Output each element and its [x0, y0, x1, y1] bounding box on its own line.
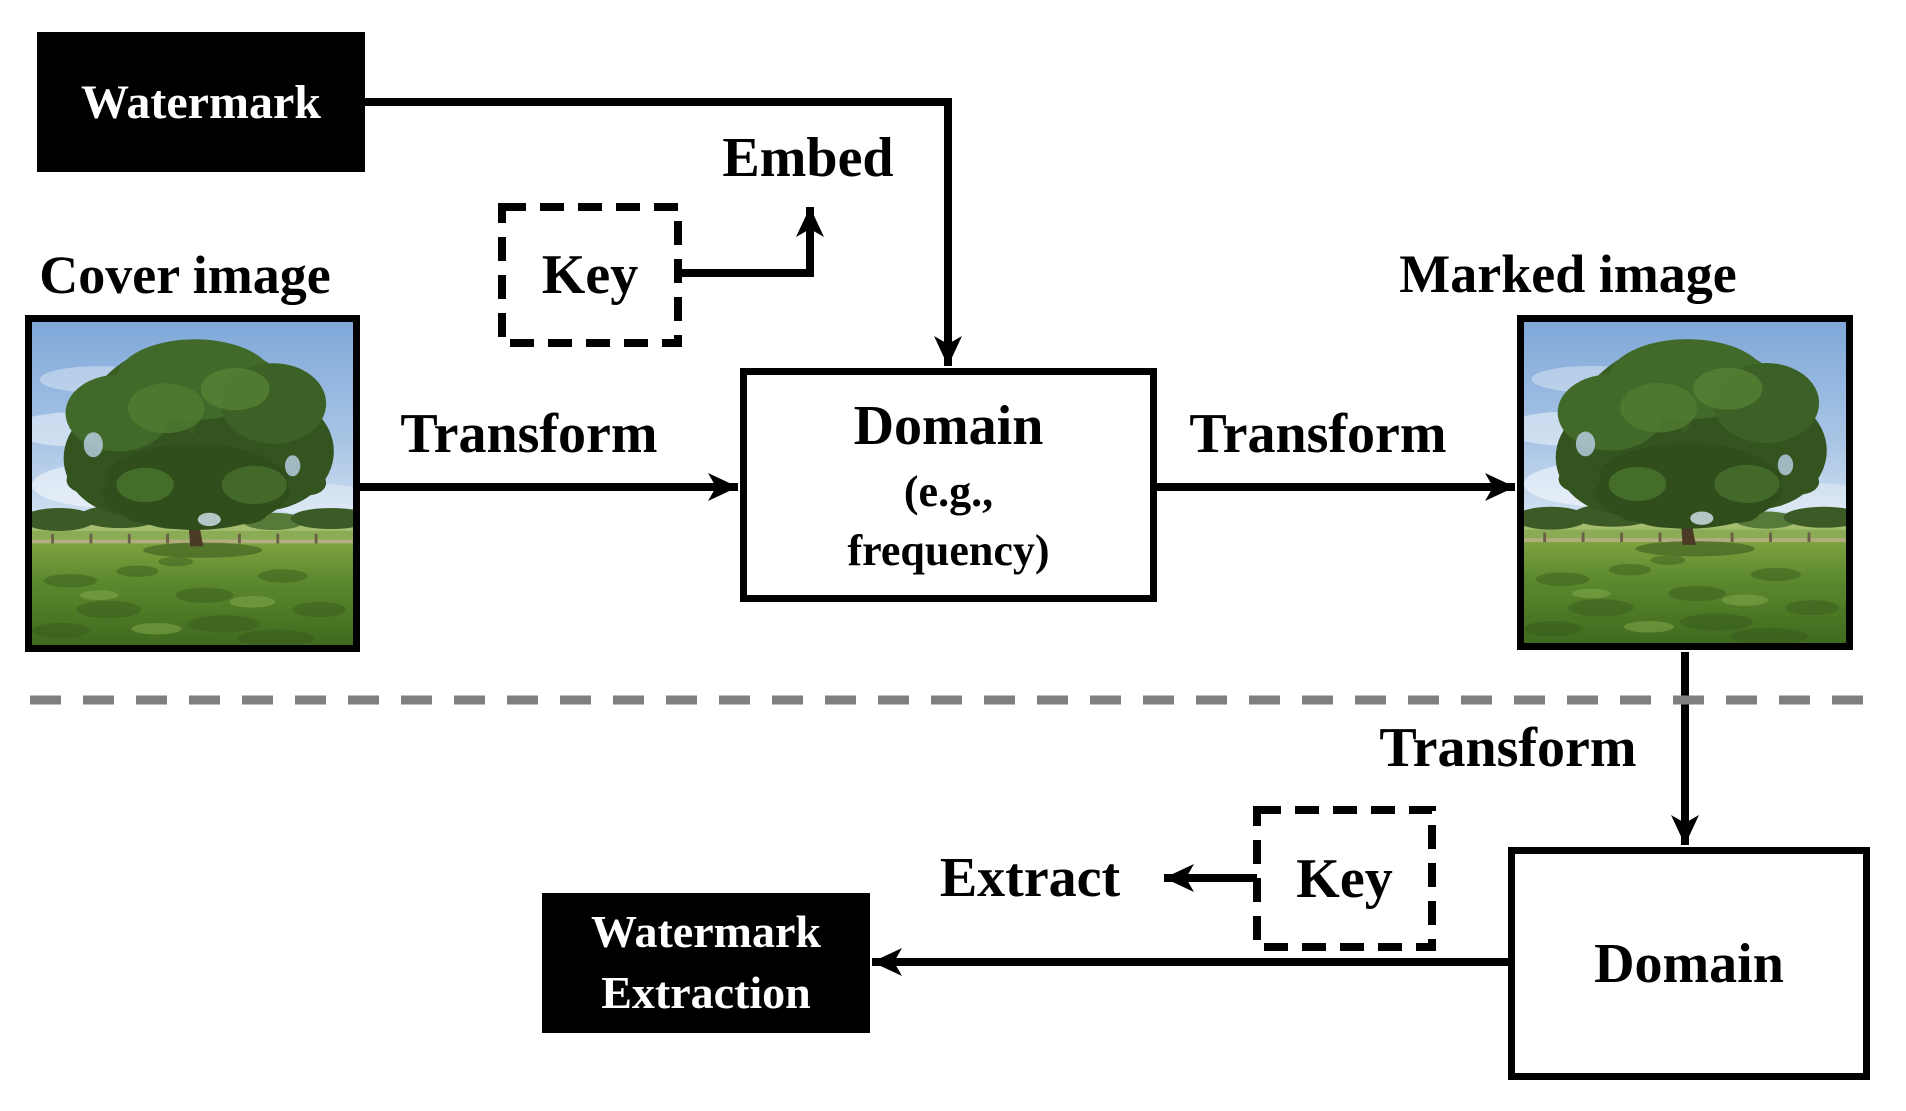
- key-box-extract: Key: [1257, 810, 1432, 947]
- domain-box-embed: Domain (e.g., frequency): [740, 368, 1157, 602]
- watermark-extraction-line1: Watermark: [591, 906, 821, 958]
- key-box-embed-label: Key: [541, 244, 639, 306]
- watermark-extraction-box: Watermark Extraction: [542, 893, 870, 1033]
- cover-image-tree-scene: [32, 322, 353, 645]
- cover-image-label: Cover image: [39, 245, 331, 305]
- transform-in-label: Transform: [400, 403, 658, 465]
- key-box-embed-outline: [498, 203, 682, 347]
- transform-out-label: Transform: [1189, 403, 1447, 465]
- key-box-embed: Key: [502, 207, 678, 343]
- extract-label: Extract: [939, 847, 1121, 909]
- domain-box-embed-sub1: (e.g.,: [903, 467, 994, 516]
- domain-box-embed-sub2: frequency): [847, 526, 1050, 575]
- marked-image-photo: [1517, 315, 1853, 650]
- domain-box-extract-label: Domain: [1594, 932, 1784, 995]
- cover-image-photo: [25, 315, 360, 652]
- domain-box-extract: Domain: [1508, 847, 1870, 1080]
- watermark-extraction-line2: Extraction: [601, 967, 811, 1018]
- key-box-extract-label: Key: [1296, 847, 1393, 910]
- domain-box-embed-title: Domain: [853, 395, 1044, 457]
- watermark-box: Watermark: [37, 32, 365, 172]
- marked-image-label: Marked image: [1399, 244, 1737, 304]
- arrow-watermark-to-domain: [365, 98, 962, 366]
- key-box-extract-outline: [1253, 806, 1436, 951]
- arrow-key-to-embed: [678, 207, 824, 277]
- transform-extract-label: Transform: [1379, 717, 1637, 779]
- marked-image-tree-scene: [1524, 322, 1846, 643]
- watermark-box-label: Watermark: [81, 75, 321, 129]
- embed-label: Embed: [722, 127, 894, 189]
